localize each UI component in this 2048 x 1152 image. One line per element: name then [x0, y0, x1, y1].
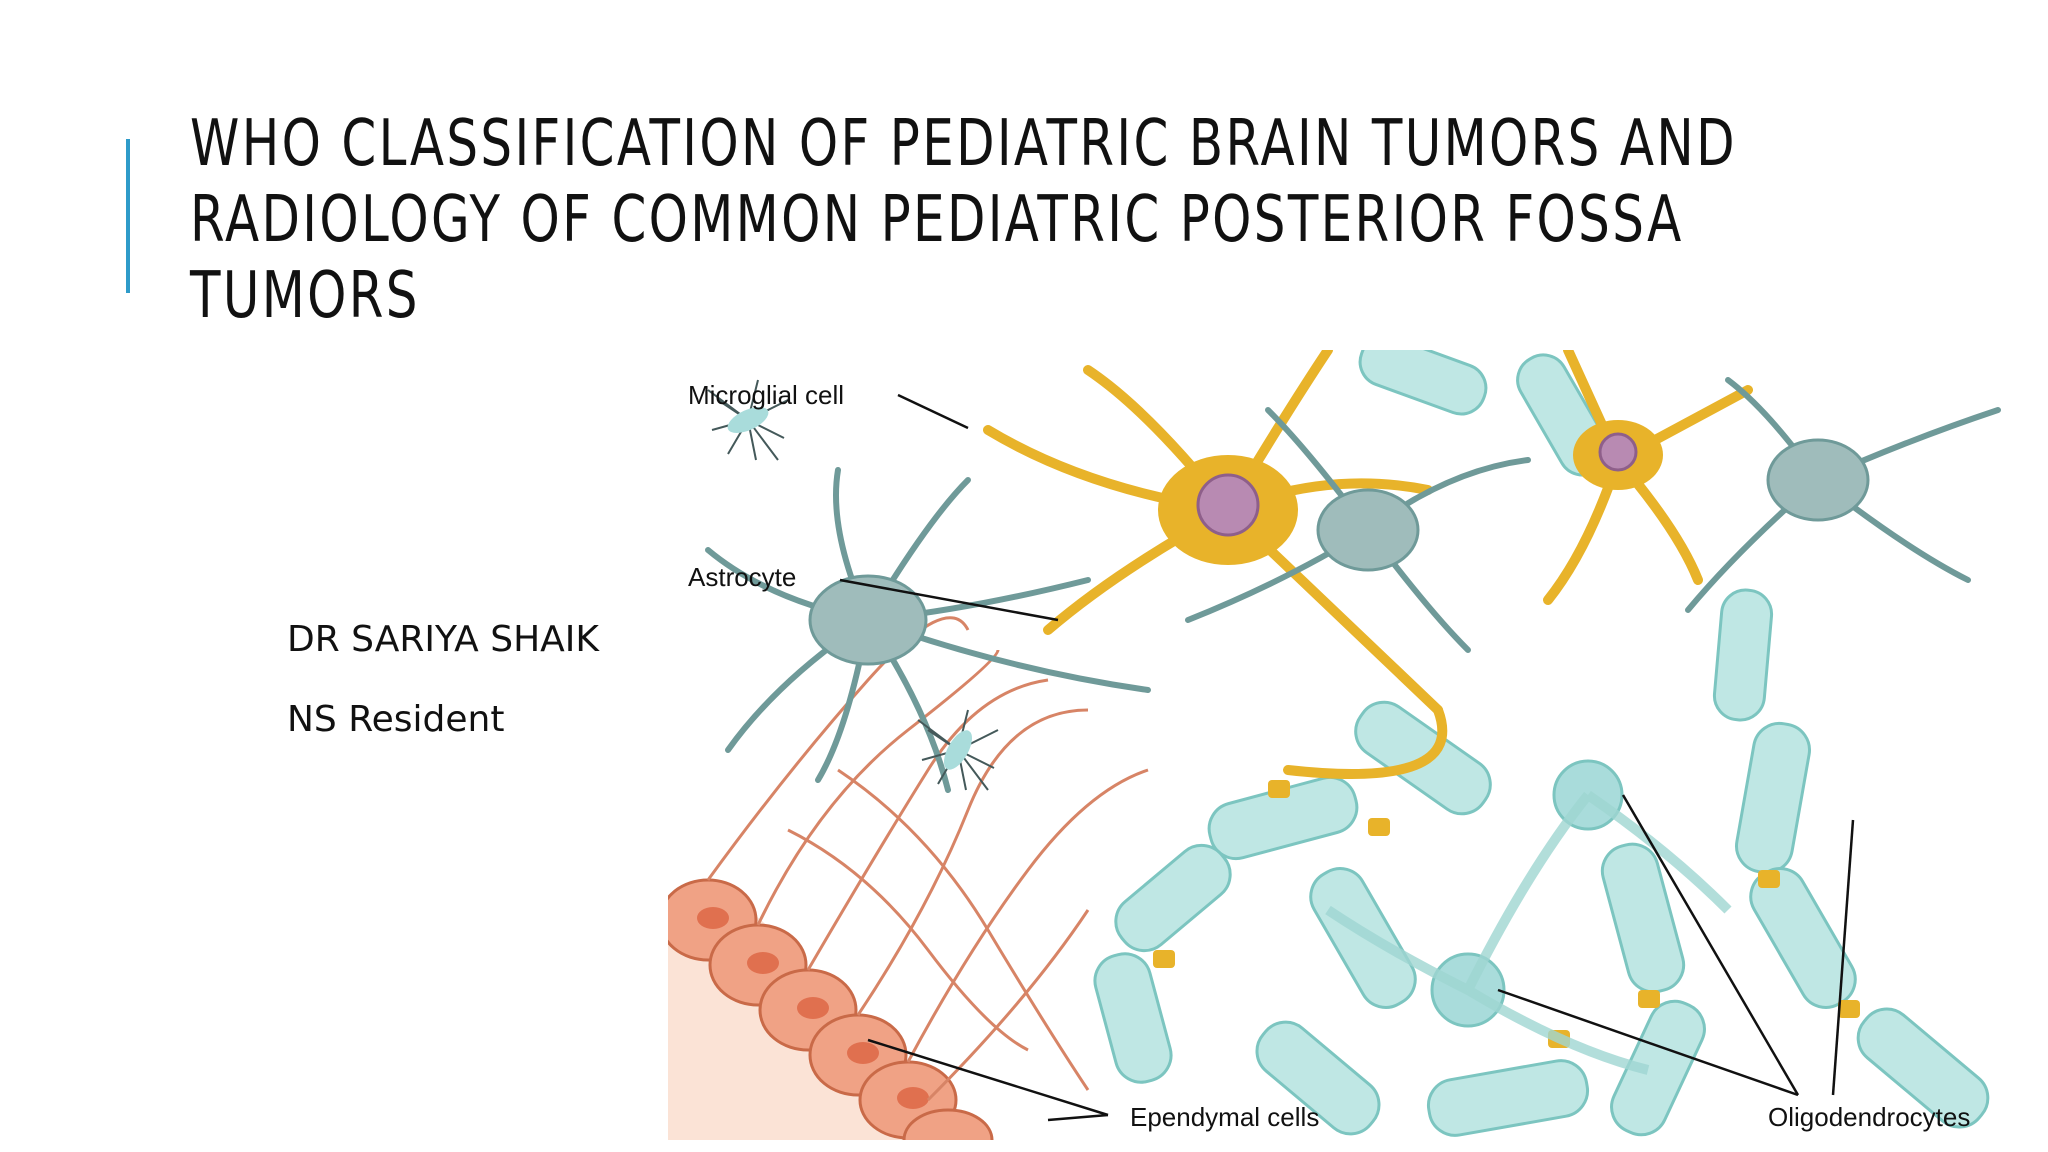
label-oligodendrocytes: Oligodendrocytes: [1768, 1102, 1970, 1132]
author-role: NS Resident: [287, 699, 505, 740]
slide-title: WHO CLASSIFICATION OF PEDIATRIC BRAIN TU…: [190, 106, 1737, 334]
label-astrocyte: Astrocyte: [688, 562, 796, 592]
label-microglial-cell: Microglial cell: [688, 380, 844, 410]
title-accent-bar: [126, 139, 130, 293]
neuron-nucleus: [1196, 473, 1260, 537]
title-line-2: RADIOLOGY OF COMMON PEDIATRIC POSTERIOR …: [190, 183, 1684, 257]
astrocyte-body: [808, 574, 928, 666]
label-ependymal-cells: Ependymal cells: [1130, 1102, 1319, 1132]
title-line-3: TUMORS: [190, 259, 420, 333]
label-leader-lines: [839, 393, 1855, 1122]
title-line-1: WHO CLASSIFICATION OF PEDIATRIC BRAIN TU…: [190, 107, 1737, 181]
glial-cells-illustration: Microglial cell Astrocyte Ependymal cell…: [668, 350, 2040, 1140]
author-name: DR SARIYA SHAIK: [287, 619, 599, 660]
author-block: DR SARIYA SHAIK NS Resident: [287, 618, 599, 778]
ependymal-processes: [706, 616, 1149, 1102]
